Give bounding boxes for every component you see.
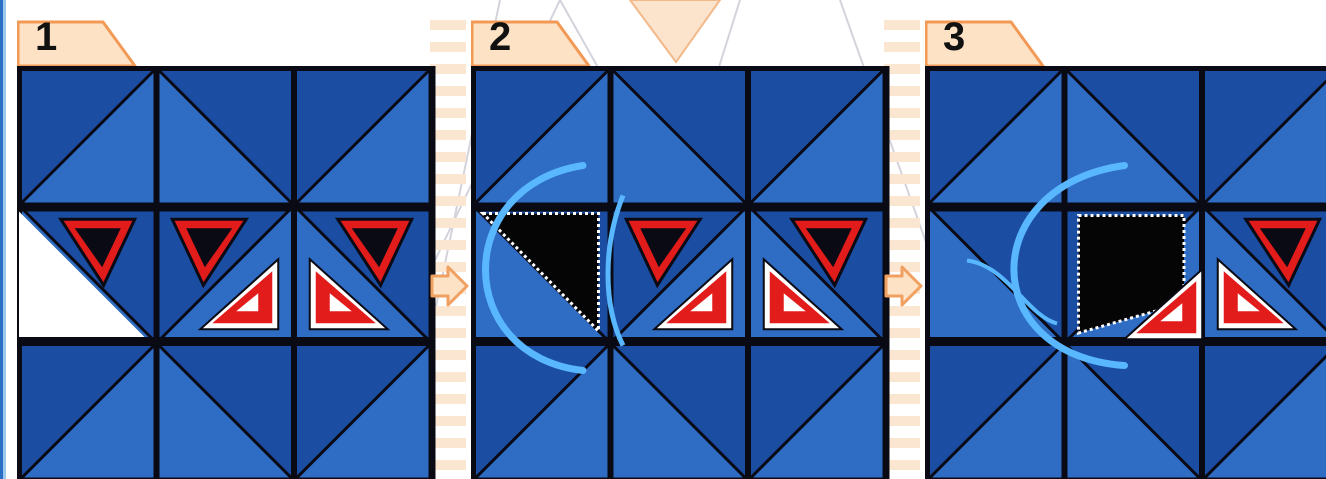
step-number-3: 3 (943, 17, 965, 57)
puzzle-board-3 (925, 66, 1326, 479)
step-number-2: 2 (489, 17, 511, 57)
left-edge-strip (0, 0, 6, 479)
step-panel-1: 1 (17, 0, 437, 479)
puzzle-board-2 (471, 66, 891, 479)
puzzle-board-1 (17, 66, 437, 479)
step-panel-3: 3 (925, 0, 1326, 479)
step-panel-2: 2 (471, 0, 891, 479)
next-arrow-icon (430, 264, 470, 308)
next-arrow-icon (884, 264, 924, 308)
board-tiles (473, 68, 886, 479)
step-number-1: 1 (35, 17, 57, 57)
